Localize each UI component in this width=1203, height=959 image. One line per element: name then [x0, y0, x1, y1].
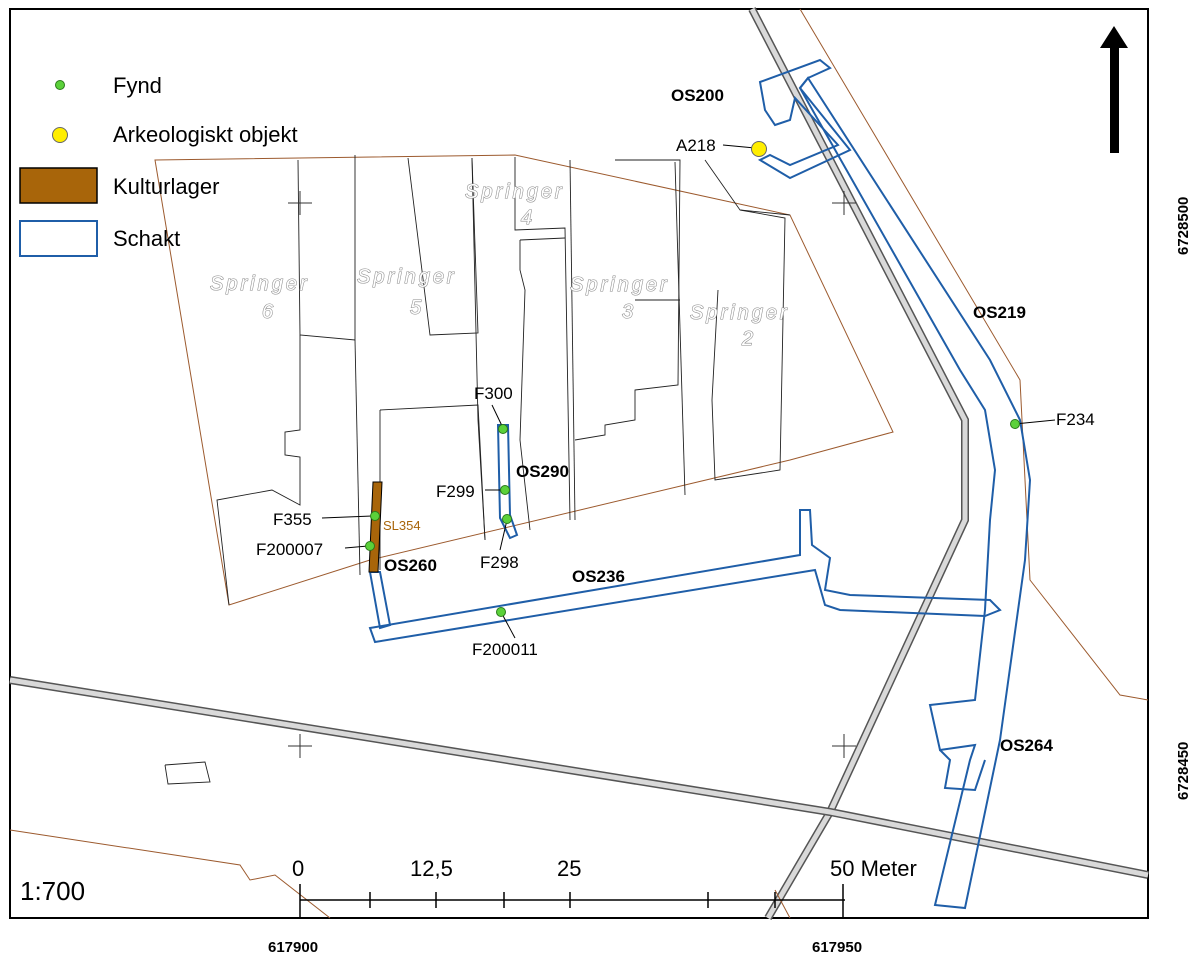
label-springer-6-num: 6 — [262, 301, 276, 323]
finds — [321, 141, 1056, 639]
property-lines — [9, 8, 1149, 919]
label-os200: OS200 — [671, 86, 724, 105]
legend-kulturlager-swatch — [19, 167, 98, 204]
coord-y-6728500: 6728500 — [1175, 197, 1192, 255]
label-sl354: SL354 — [383, 518, 421, 533]
legend-fynd-icon — [55, 80, 65, 90]
label-f200011: F200011 — [472, 640, 538, 659]
object-a218 — [751, 141, 767, 157]
trench-os236 — [368, 509, 1002, 644]
legend-objekt-icon — [52, 127, 68, 143]
legend-fynd-label: Fynd — [113, 73, 162, 98]
legend-schakt-swatch — [19, 220, 98, 257]
roads — [9, 7, 1149, 921]
north-arrow-icon — [1100, 26, 1128, 153]
label-f200007: F200007 — [256, 540, 323, 559]
springer-labels: Springer 6 Springer 5 Springer 4 Springe… — [209, 180, 790, 350]
label-f234: F234 — [1056, 410, 1095, 429]
scale-tick-0: 0 — [292, 856, 304, 881]
find-f300 — [498, 424, 508, 434]
find-f234 — [1010, 419, 1020, 429]
find-f299 — [500, 485, 510, 495]
label-springer-4: Springer — [465, 181, 565, 203]
label-f299: F299 — [436, 482, 475, 501]
trench-os290 — [496, 424, 519, 540]
find-f355 — [370, 511, 380, 521]
find-f298 — [502, 514, 512, 524]
trench-labels: OS200 OS219 OS290 OS260 OS236 OS264 — [384, 86, 1053, 755]
label-os264: OS264 — [1000, 736, 1053, 755]
label-springer-3-num: 3 — [622, 301, 636, 323]
trenches — [368, 58, 1032, 910]
label-springer-3: Springer — [570, 274, 670, 296]
road-main-fill — [749, 7, 968, 920]
legend-schakt-label: Schakt — [113, 226, 180, 251]
trench-os200 — [757, 58, 852, 180]
scale-tick-50: 50 Meter — [830, 856, 917, 881]
label-os260: OS260 — [384, 556, 437, 575]
find-f200007 — [365, 541, 375, 551]
label-os290: OS290 — [516, 462, 569, 481]
label-f355: F355 — [273, 510, 312, 529]
legend: Fynd Arkeologiskt objekt Kulturlager Sch… — [19, 73, 298, 257]
label-springer-4-num: 4 — [521, 207, 535, 229]
coord-x-617900: 617900 — [268, 939, 318, 956]
trench-os264 — [939, 749, 986, 792]
label-f298: F298 — [480, 553, 519, 572]
find-labels: F234 F300 F299 F298 F355 F200007 F200011… — [256, 136, 1095, 659]
scale-tick-25: 25 — [557, 856, 581, 881]
legend-objekt-label: Arkeologiskt objekt — [113, 122, 298, 147]
scale-bar — [299, 884, 845, 918]
coord-y-6728450: 6728450 — [1175, 742, 1192, 800]
label-os236: OS236 — [572, 567, 625, 586]
label-springer-5-num: 5 — [410, 297, 424, 319]
road-horizontal-fill — [9, 677, 1149, 878]
label-os219: OS219 — [973, 303, 1026, 322]
label-a218: A218 — [676, 136, 716, 155]
grid-crosses — [288, 191, 856, 758]
label-springer-2-num: 2 — [741, 328, 756, 350]
map-frame — [9, 8, 1149, 919]
find-f200011 — [496, 607, 506, 617]
label-springer-2: Springer — [690, 302, 790, 324]
legend-kulturlager-label: Kulturlager — [113, 174, 219, 199]
label-springer-5: Springer — [357, 266, 457, 288]
label-f300: F300 — [474, 384, 513, 403]
scale-ratio: 1:700 — [20, 876, 85, 906]
map-content: Springer 6 Springer 5 Springer 4 Springe… — [9, 7, 1149, 921]
coord-x-617950: 617950 — [812, 939, 862, 956]
parcel-lines — [164, 155, 791, 785]
label-springer-6: Springer — [210, 273, 310, 295]
scale-tick-12-5: 12,5 — [410, 856, 453, 881]
trench-os219 — [798, 76, 1032, 910]
